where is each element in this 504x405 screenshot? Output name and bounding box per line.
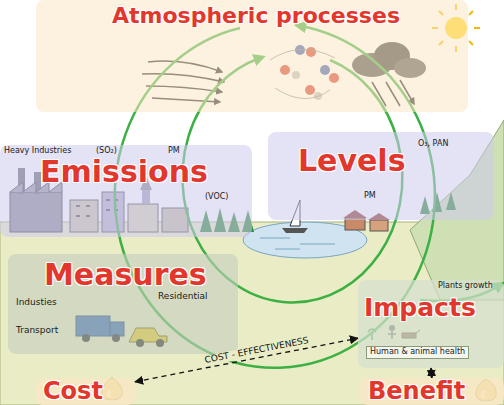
panel-title: Atmospheric processes xyxy=(112,4,400,28)
panel-title: Levels xyxy=(298,144,406,177)
connector xyxy=(430,368,432,378)
item-label: (SO₂) xyxy=(96,147,117,156)
cost-box: Cost xyxy=(35,378,135,405)
panel-title: Impacts xyxy=(364,294,476,322)
item-label: PM xyxy=(364,192,376,201)
levels-panel: Levels O₃, PAN PM xyxy=(268,132,494,220)
item-label: (VOC) xyxy=(205,193,228,202)
benefit-box: Benefit xyxy=(360,378,504,405)
item-label: Residential xyxy=(158,292,208,302)
panel-title: Cost xyxy=(43,378,103,404)
emissions-panel: EmissionsHeavy Industries (SO₂) PM (VOC) xyxy=(0,145,252,237)
panel-title: Measures xyxy=(44,258,207,291)
item-label: Plants growth xyxy=(438,282,493,291)
impacts-panel: Impacts Plants growthHuman & animal healt… xyxy=(358,280,504,368)
panel-title: Benefit xyxy=(368,378,465,404)
measures-panel: MeasuresIndusties ResidentialTransport xyxy=(8,254,238,354)
item-label: O₃, PAN xyxy=(418,140,448,149)
item-label: PM xyxy=(168,147,180,156)
item-label: Heavy Industries xyxy=(4,147,71,156)
item-label: Human & animal health xyxy=(366,346,469,359)
atmosphere-panel: Atmospheric processes xyxy=(36,0,468,112)
item-label: Transport xyxy=(16,326,58,336)
panel-title: Emissions xyxy=(40,155,208,188)
item-label: Industies xyxy=(16,298,57,308)
